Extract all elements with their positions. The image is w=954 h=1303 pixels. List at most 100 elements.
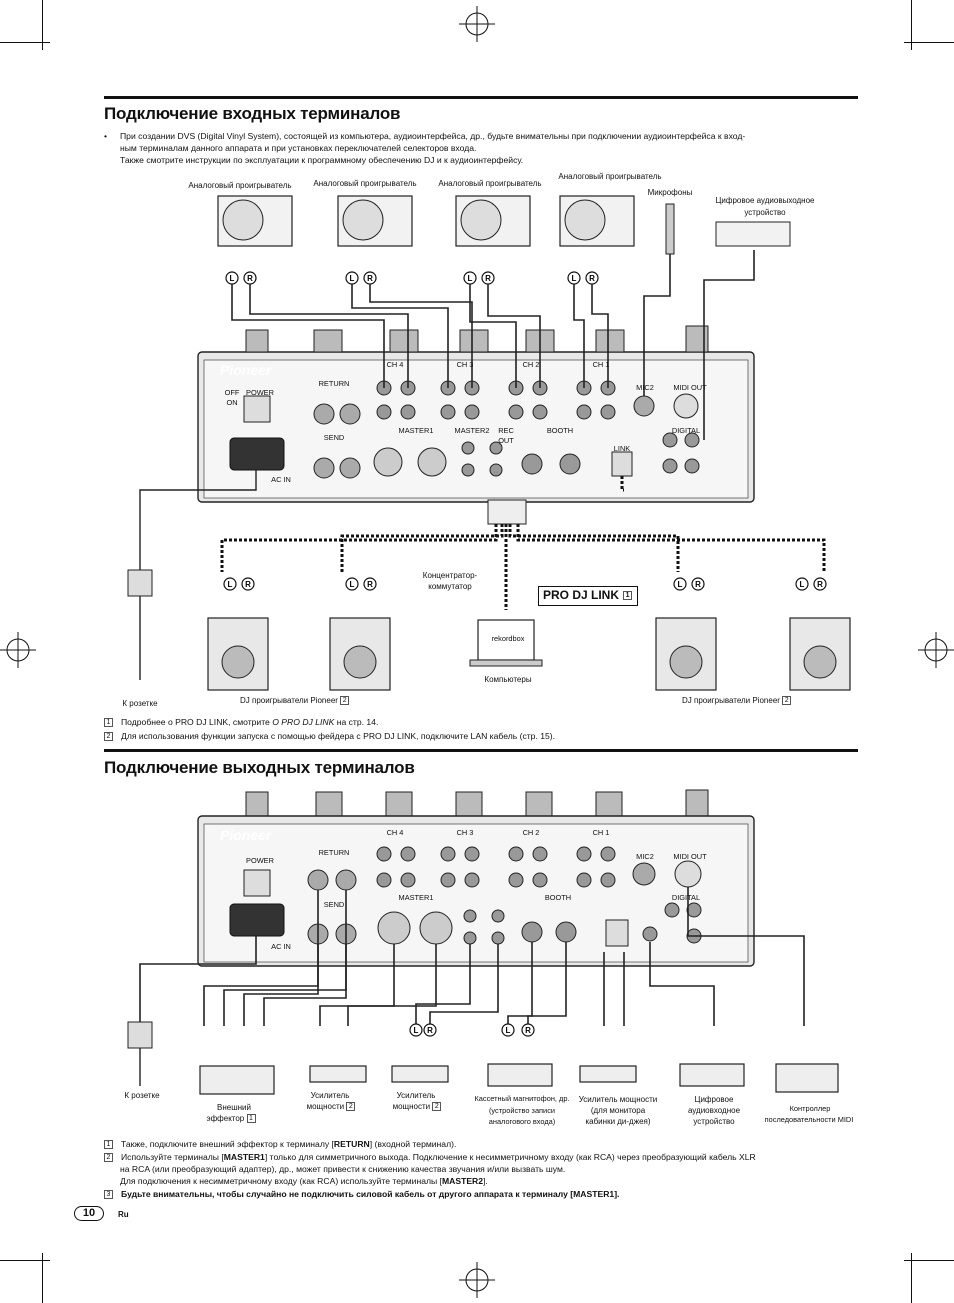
footnote-text: ]. (483, 1176, 488, 1186)
svg-text:R: R (245, 580, 251, 589)
svg-text:L: L (230, 274, 235, 283)
footnote-number: 1 (104, 1140, 113, 1150)
amp2-label: мощности 2 (386, 1101, 456, 1112)
section-title-output: Подключение выходных терминалов (104, 758, 415, 777)
link-label: LINK (613, 444, 631, 453)
digital-label: DIGITAL (671, 893, 701, 902)
registration-mark-top (459, 6, 495, 42)
return-label: RETURN (318, 379, 350, 388)
footnote-marker: 1 (246, 1114, 256, 1124)
digital-in-label: аудиовходное (687, 1106, 741, 1115)
footnote-text: ] (входной терминал). (369, 1139, 457, 1149)
footnote-marker: 1 (623, 591, 633, 601)
effector-label: Внешний (217, 1103, 251, 1112)
crop-mark (0, 1260, 50, 1261)
footnote-number: 2 (104, 1153, 113, 1163)
svg-text:L: L (350, 274, 355, 283)
send-label: SEND (323, 433, 345, 442)
outlet-label: К розетке (124, 1091, 160, 1100)
section-title-input: Подключение входных терминалов (104, 104, 401, 123)
digital-out-device-label: Цифровое аудиовыходное (715, 196, 815, 205)
section-rule (104, 749, 858, 752)
digital-in-label: устройство (693, 1117, 735, 1126)
cassette-label: аналогового входа) (488, 1117, 556, 1126)
svg-text:R: R (367, 274, 373, 283)
intro-line-3: Также смотрите инструкции по эксплуатаци… (120, 155, 524, 165)
footnote-marker: 2 (340, 696, 350, 706)
mics-label: Микрофоны (647, 188, 693, 197)
booth-amp-label: Усилитель мощности (578, 1095, 658, 1104)
crop-mark (911, 1253, 912, 1303)
footnote-text: Используйте терминалы [ (121, 1152, 224, 1162)
ch1-label: CH 1 (592, 360, 610, 369)
footnote-number: 2 (104, 732, 113, 742)
svg-text:R: R (817, 580, 823, 589)
footnote-1: 1 Подробнее о PRO DJ LINK, смотрите О PRO… (104, 716, 378, 728)
svg-text:L: L (350, 580, 355, 589)
footnote-number: 1 (104, 718, 113, 728)
svg-text:L: L (506, 1026, 511, 1035)
booth-amp-label: кабинки ди-джея) (585, 1117, 651, 1126)
page-number: 10 (74, 1206, 104, 1221)
footnote-bold: RETURN (333, 1139, 370, 1149)
svg-text:L: L (228, 580, 233, 589)
footnote-bold: MASTER2 (441, 1176, 484, 1186)
mixer-brand: Pioneer (220, 827, 272, 843)
ch4-label: CH 4 (386, 828, 404, 837)
crop-mark (911, 0, 912, 50)
svg-text:R: R (427, 1026, 433, 1035)
booth-label: BOOTH (544, 893, 572, 902)
send-label: SEND (323, 900, 345, 909)
mixer-brand: Pioneer (220, 362, 272, 378)
power-label: POWER (246, 856, 274, 865)
footnote-link[interactable]: О PRO DJ LINK (272, 717, 335, 727)
midi-out-label: MIDI OUT (673, 383, 707, 392)
ch2-label: CH 2 (522, 828, 540, 837)
cassette-label: Кассетный магнитофон, др. (474, 1094, 570, 1103)
ac-in-label: AC IN (271, 475, 291, 484)
amp1-label: мощности 2 (300, 1101, 370, 1112)
svg-text:L: L (572, 274, 577, 283)
footnote-text: Также, подключите внешний эффектор к тер… (121, 1139, 334, 1149)
svg-text:R: R (525, 1026, 531, 1035)
svg-text:R: R (589, 274, 595, 283)
amp1-label: Усилитель (310, 1091, 350, 1100)
rekordbox-label: rekordbox (491, 634, 525, 643)
master1-label: MASTER1 (398, 426, 434, 435)
footnote-text: Для подключения к несимметричному входу … (120, 1176, 442, 1186)
svg-text:L: L (414, 1026, 419, 1035)
effector-label-text: эффектор (206, 1114, 245, 1123)
svg-text:R: R (247, 274, 253, 283)
hub-label: коммутатор (428, 582, 472, 591)
ch3-label: CH 3 (456, 360, 474, 369)
off-label: OFF (224, 388, 240, 397)
ac-in-label: AC IN (271, 942, 291, 951)
footnote-marker: 2 (432, 1102, 442, 1112)
pro-dj-link-text: PRO DJ LINK (543, 588, 620, 602)
dj-players-left-label: DJ проигрыватели Pioneer 2 (240, 695, 380, 706)
svg-text:L: L (468, 274, 473, 283)
registration-mark-left (0, 632, 36, 668)
digital-label: DIGITAL (671, 426, 701, 435)
crop-mark (0, 42, 50, 43)
intro-line-1: При создании DVS (Digital Vinyl System),… (120, 131, 746, 141)
amp2-label: Усилитель (396, 1091, 436, 1100)
master2-label: MASTER2 (454, 426, 490, 435)
svg-text:R: R (485, 274, 491, 283)
crop-mark (42, 1253, 43, 1303)
footnote-text: Подробнее о PRO DJ LINK, смотрите (121, 717, 273, 727)
booth-amp-label: (для монитора (590, 1106, 646, 1115)
mic2-label: MIC2 (636, 852, 654, 861)
out-footnote-1: 1 Также, подключите внешний эффектор к те… (104, 1138, 456, 1150)
registration-mark-right (918, 632, 954, 668)
bullet: • (104, 131, 108, 141)
midi-out-label: MIDI OUT (673, 852, 707, 861)
ch2-label: CH 2 (522, 360, 540, 369)
effector-label: эффектор 1 (200, 1113, 270, 1124)
return-label: RETURN (318, 848, 350, 857)
out-footnote-2-line3: Для подключения к несимметричному входу … (120, 1175, 488, 1187)
midi-controller-label: последовательности MIDI (764, 1115, 854, 1124)
